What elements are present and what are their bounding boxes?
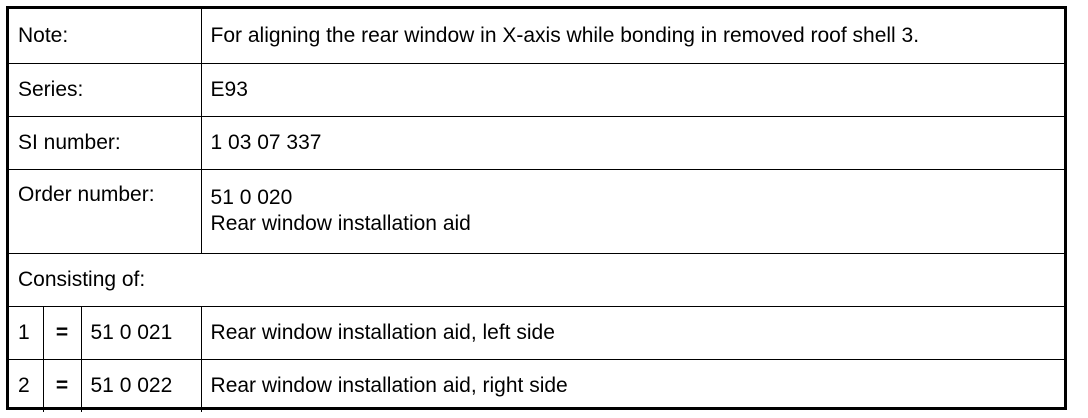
note-label: Note: xyxy=(9,9,202,64)
tool-spec-sheet: Note: For aligning the rear window in X-… xyxy=(6,6,1067,412)
consisting-of-label: Consisting of: xyxy=(9,252,1064,307)
part-row: 1 = 51 0 021 Rear window installation ai… xyxy=(9,305,1064,360)
si-number-row: SI number: 1 03 07 337 xyxy=(9,115,1064,170)
part-description: Rear window installation aid, right side xyxy=(200,358,1064,412)
series-row: Series: E93 xyxy=(9,62,1064,117)
order-number-label: Order number: xyxy=(9,168,202,254)
consisting-of-row: Consisting of: xyxy=(9,252,1064,307)
part-index: 1 xyxy=(9,305,44,360)
part-number: 51 0 022 xyxy=(80,358,202,412)
part-index: 2 xyxy=(9,358,44,412)
note-value: For aligning the rear window in X-axis w… xyxy=(200,9,1064,64)
order-number-cell: 51 0 020 Rear window installation aid xyxy=(200,168,1064,254)
series-value: E93 xyxy=(200,62,1064,117)
order-number-value: 51 0 020 xyxy=(210,186,293,209)
part-description: Rear window installation aid, left side xyxy=(200,305,1064,360)
tool-spec-table: Note: For aligning the rear window in X-… xyxy=(9,9,1064,412)
si-number-label: SI number: xyxy=(9,115,202,170)
order-number-description: Rear window installation aid xyxy=(210,212,471,235)
order-number-row: Order number: 51 0 020 Rear window insta… xyxy=(9,168,1064,254)
part-equals-symbol: = xyxy=(42,305,82,360)
part-row: 2 = 51 0 022 Rear window installation ai… xyxy=(9,358,1064,412)
si-number-value: 1 03 07 337 xyxy=(200,115,1064,170)
part-number: 51 0 021 xyxy=(80,305,202,360)
series-label: Series: xyxy=(9,62,202,117)
part-equals-symbol: = xyxy=(42,358,82,412)
note-row: Note: For aligning the rear window in X-… xyxy=(9,9,1064,64)
